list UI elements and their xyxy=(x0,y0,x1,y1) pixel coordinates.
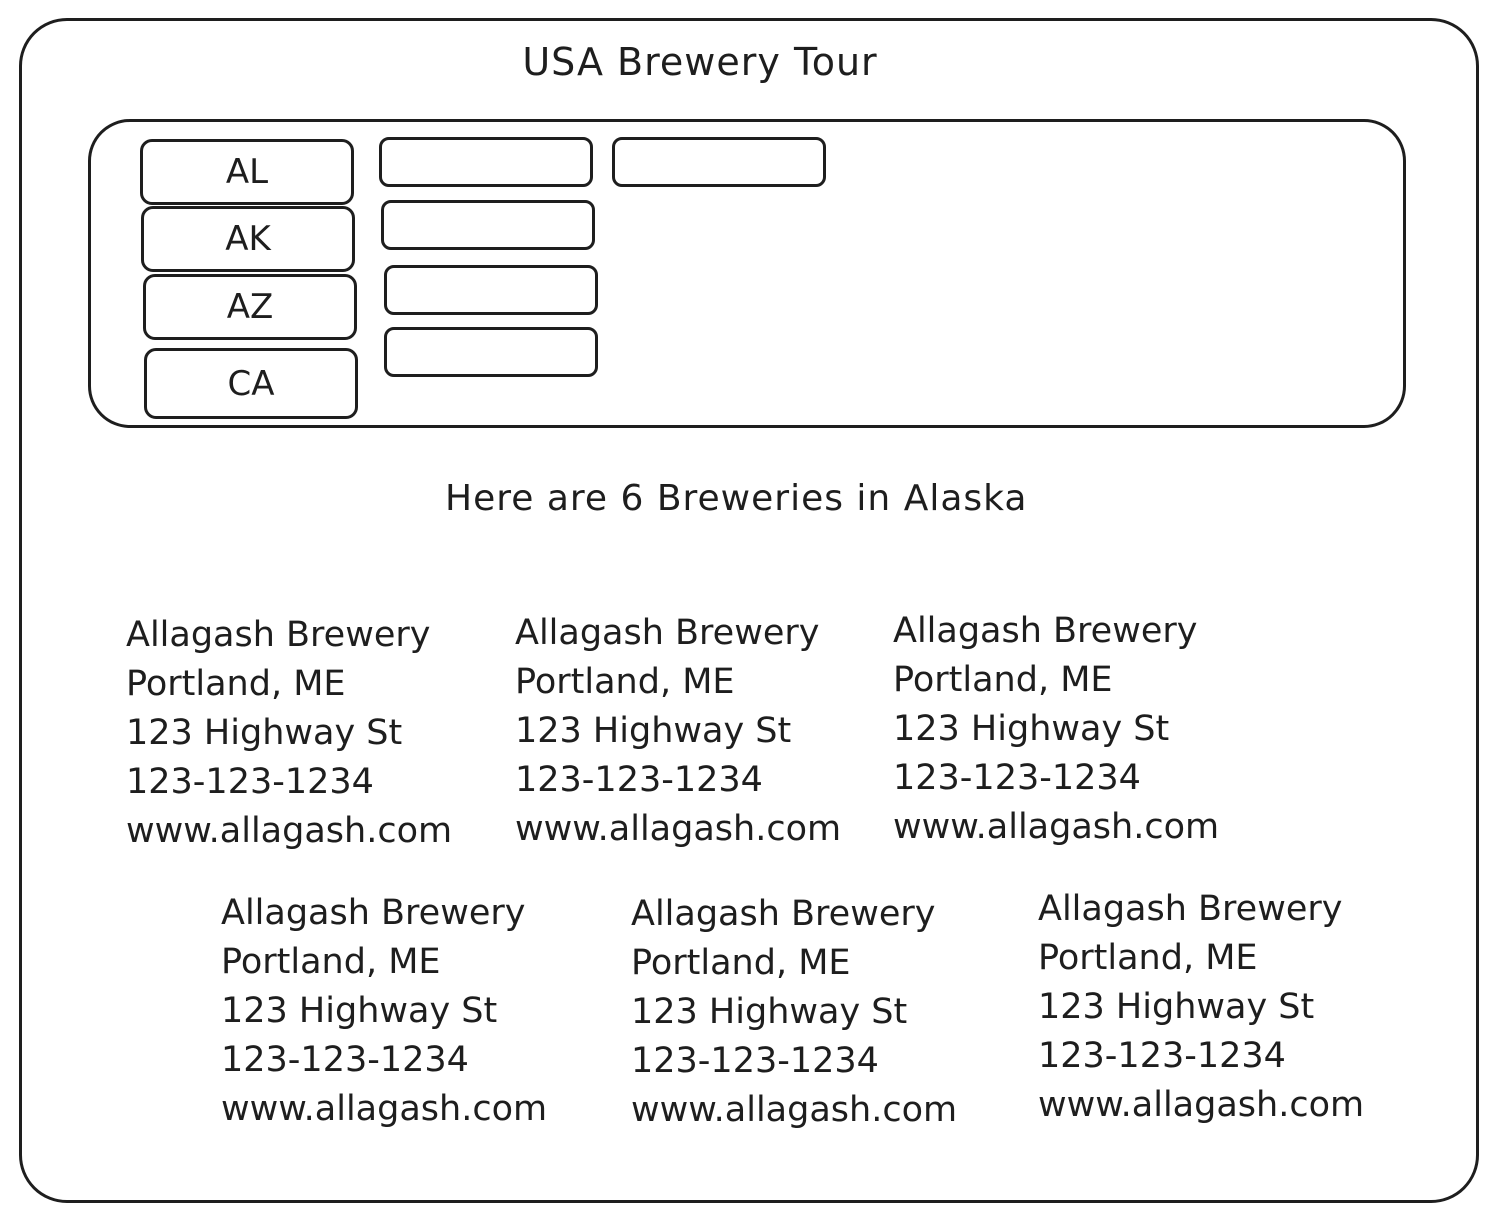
brewery-location: Portland, ME xyxy=(515,662,735,702)
brewery-card: Allagash Brewery Portland, ME 123 Highwa… xyxy=(126,611,496,856)
brewery-card: Allagash Brewery Portland, ME 123 Highwa… xyxy=(515,609,885,854)
app-title: USA Brewery Tour xyxy=(522,40,878,84)
brewery-name: Allagash Brewery xyxy=(515,613,820,653)
brewery-name: Allagash Brewery xyxy=(126,615,431,655)
brewery-phone: 123-123-1234 xyxy=(221,1040,469,1080)
brewery-location: Portland, ME xyxy=(221,942,441,982)
brewery-card: Allagash Brewery Portland, ME 123 Highwa… xyxy=(631,890,1001,1135)
brewery-name: Allagash Brewery xyxy=(1038,889,1343,929)
results-heading: Here are 6 Breweries in Alaska xyxy=(445,478,1028,519)
brewery-address: 123 Highway St xyxy=(1038,987,1315,1027)
state-selector-panel xyxy=(88,119,1406,428)
brewery-phone: 123-123-1234 xyxy=(631,1041,879,1081)
brewery-website[interactable]: www.allagash.com xyxy=(1038,1085,1365,1125)
brewery-website[interactable]: www.allagash.com xyxy=(893,807,1220,847)
empty-option-button-3[interactable] xyxy=(381,200,595,250)
brewery-address: 123 Highway St xyxy=(893,709,1170,749)
empty-option-button-4[interactable] xyxy=(384,265,598,315)
brewery-phone: 123-123-1234 xyxy=(126,762,374,802)
empty-option-button-2[interactable] xyxy=(612,137,826,187)
brewery-name: Allagash Brewery xyxy=(221,893,526,933)
brewery-phone: 123-123-1234 xyxy=(893,758,1141,798)
empty-option-button-5[interactable] xyxy=(384,327,598,377)
brewery-website[interactable]: www.allagash.com xyxy=(631,1090,958,1130)
empty-option-button-1[interactable] xyxy=(379,137,593,187)
brewery-card: Allagash Brewery Portland, ME 123 Highwa… xyxy=(893,607,1263,852)
brewery-name: Allagash Brewery xyxy=(893,611,1198,651)
brewery-address: 123 Highway St xyxy=(515,711,792,751)
brewery-website[interactable]: www.allagash.com xyxy=(515,809,842,849)
brewery-address: 123 Highway St xyxy=(631,992,908,1032)
brewery-location: Portland, ME xyxy=(1038,938,1258,978)
state-button-ca[interactable]: CA xyxy=(144,348,358,419)
state-button-ak[interactable]: AK xyxy=(141,206,355,272)
app-window xyxy=(19,18,1479,1203)
brewery-address: 123 Highway St xyxy=(221,991,498,1031)
brewery-phone: 123-123-1234 xyxy=(1038,1036,1286,1076)
state-button-az[interactable]: AZ xyxy=(143,274,357,340)
brewery-card: Allagash Brewery Portland, ME 123 Highwa… xyxy=(1038,885,1408,1130)
brewery-website[interactable]: www.allagash.com xyxy=(126,811,453,851)
brewery-name: Allagash Brewery xyxy=(631,894,936,934)
brewery-phone: 123-123-1234 xyxy=(515,760,763,800)
brewery-location: Portland, ME xyxy=(631,943,851,983)
brewery-location: Portland, ME xyxy=(893,660,1113,700)
brewery-card: Allagash Brewery Portland, ME 123 Highwa… xyxy=(221,889,591,1134)
state-button-al[interactable]: AL xyxy=(140,139,354,205)
brewery-address: 123 Highway St xyxy=(126,713,403,753)
brewery-website[interactable]: www.allagash.com xyxy=(221,1089,548,1129)
brewery-location: Portland, ME xyxy=(126,664,346,704)
